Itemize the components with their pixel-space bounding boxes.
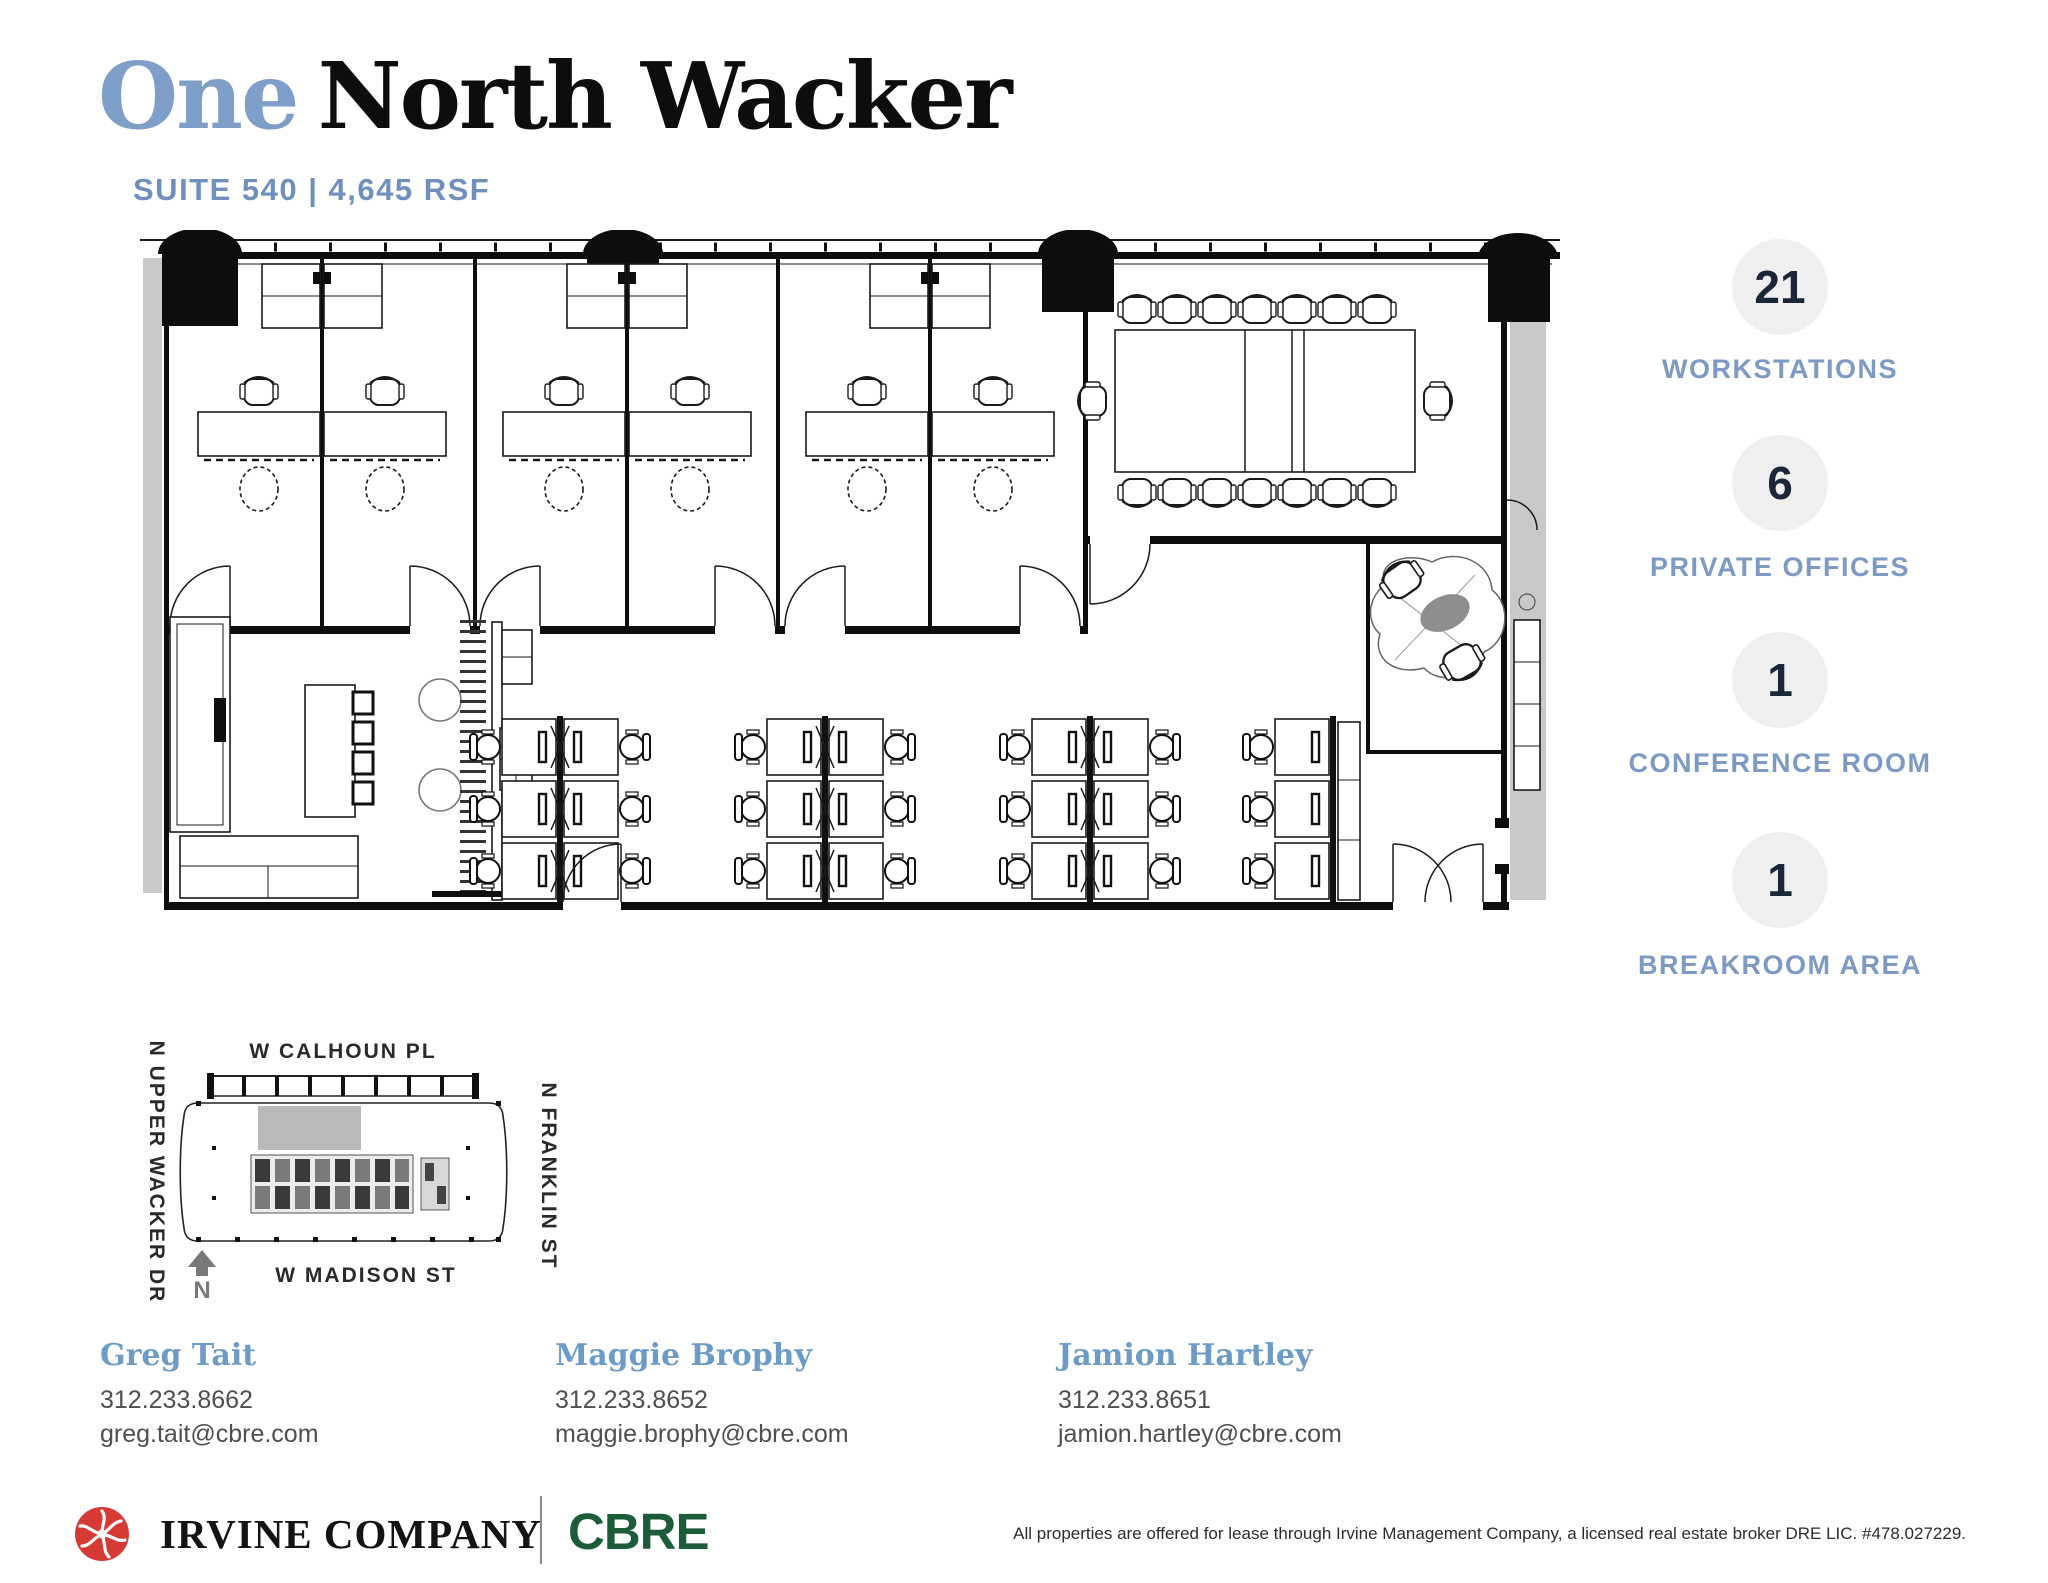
- contact-email: maggie.brophy@cbre.com: [555, 1420, 849, 1448]
- lounge-area: [1366, 544, 1507, 754]
- irvine-company-logo: IRVINE COMPANY: [160, 1511, 542, 1557]
- contact-card: Maggie Brophy 312.233.8652 maggie.brophy…: [555, 1338, 975, 1451]
- stat-private-offices-label: PRIVATE OFFICES: [1649, 552, 1910, 582]
- contact-email: greg.tait@cbre.com: [100, 1420, 319, 1448]
- corridor-fixtures: [1506, 499, 1541, 791]
- stat-workstations-label: WORKSTATIONS: [1662, 354, 1898, 384]
- suite-subtitle: SUITE 540 | 4,645 RSF: [133, 172, 491, 207]
- stat-conference-room-label: CONFERENCE ROOM: [1628, 748, 1932, 778]
- contact-name: Maggie Brophy: [555, 1338, 812, 1373]
- entry-doors: [562, 843, 1484, 903]
- north-arrow-icon: N: [188, 1250, 216, 1304]
- building-footprint: [179, 1101, 508, 1242]
- suite-highlight: [258, 1106, 361, 1150]
- street-label-right: N FRANKLIN ST: [537, 1083, 560, 1270]
- site-map-window-band: [207, 1073, 479, 1099]
- page-title-accent: One: [98, 42, 300, 150]
- stat-conference-room-value: 1: [1732, 632, 1828, 728]
- private-offices: [164, 259, 1088, 634]
- contact-name: Jamion Hartley: [1058, 1338, 1313, 1373]
- contact-phone: 312.233.8651: [1058, 1386, 1211, 1414]
- conference-room: [1077, 294, 1505, 605]
- workstation-clusters: [470, 716, 1361, 902]
- legal-disclaimer: All properties are offered for lease thr…: [1013, 1524, 1966, 1543]
- contact-phone: 312.233.8662: [100, 1386, 253, 1414]
- office-doors: [169, 565, 1081, 627]
- page-title-rest: North Wacker: [317, 42, 1013, 150]
- contact-card: Greg Tait 312.233.8662 greg.tait@cbre.co…: [100, 1338, 520, 1451]
- street-label-bottom: W MADISON ST: [275, 1264, 457, 1287]
- building-shell: [140, 239, 1560, 910]
- street-label-top: W CALHOUN PL: [249, 1040, 436, 1063]
- stat-breakroom-label: BREAKROOM AREA: [1638, 950, 1922, 980]
- cbre-logo: CBRE: [568, 1503, 710, 1560]
- contact-email: jamion.hartley@cbre.com: [1058, 1420, 1342, 1448]
- contact-phone: 312.233.8652: [555, 1386, 708, 1414]
- street-label-left: N UPPER WACKER DR: [145, 1041, 168, 1304]
- floor-plan: [140, 230, 1560, 910]
- footer-divider: [540, 1496, 542, 1564]
- contact-card: Jamion Hartley 312.233.8651 jamion.hartl…: [1058, 1338, 1478, 1451]
- stat-breakroom-value: 1: [1732, 832, 1828, 928]
- stat-workstations-value: 21: [1732, 239, 1828, 335]
- contact-name: Greg Tait: [100, 1338, 257, 1373]
- conference-table: [1114, 329, 1416, 473]
- island-counter: [304, 684, 356, 818]
- north-label: N: [193, 1277, 210, 1304]
- site-map: N W CALHOUN PL W MADISON ST N UPPER WACK…: [145, 1040, 560, 1304]
- irvine-flower-icon: [75, 1507, 129, 1561]
- stat-private-offices-value: 6: [1732, 435, 1828, 531]
- exterior-shading: [143, 258, 1546, 900]
